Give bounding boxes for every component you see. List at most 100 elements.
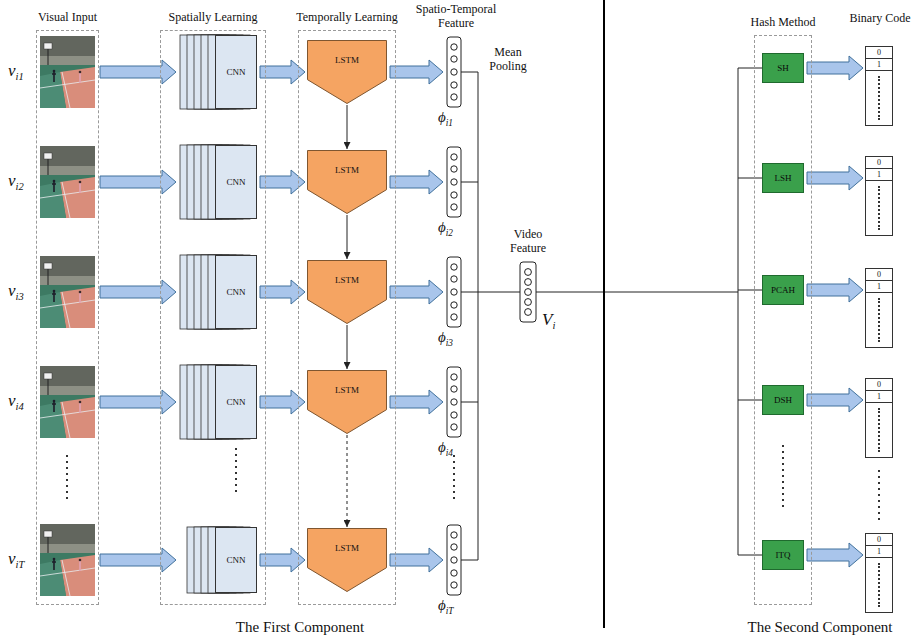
block-arrow [390,390,443,414]
node-label: LSTM [335,275,359,285]
feature-vector [447,525,461,595]
symbol-subscript: i4 [16,401,24,412]
symbol-subscript: iT [446,606,454,616]
lstm-shape [307,370,387,434]
hash-box: LSH [762,163,804,193]
node-label: LSTM [335,543,359,553]
symbol-letter: V [542,310,552,329]
group-panel: Visual Input [36,30,99,605]
cnn-block: CNN [215,365,257,439]
symbol-subscript: i4 [446,448,453,458]
cnn-block: CNN [215,145,257,219]
ellipsis-dots [453,455,455,500]
lstm-block: LSTM [307,40,387,104]
binary-code: 01 [865,533,893,613]
video-frame [40,146,95,218]
node-label: LSH [774,173,791,183]
feature-symbol: ϕi1 [438,109,453,129]
node-label: CNN [226,67,245,77]
feature-symbol: ϕi2 [438,219,453,239]
lstm-shape [307,40,387,104]
node-label: CNN [226,177,245,187]
symbol-letter: ϕ [438,219,446,235]
binary-code: 01 [865,268,893,348]
block-arrow [100,280,176,304]
symbol-subscript: i1 [446,118,453,128]
symbol-letter: ν [8,549,16,568]
column-heading: Binary Code [850,12,911,26]
lstm-shape [307,260,387,324]
pooling-lines [461,72,520,560]
group-panel: Hash MethodSHLSHPCAHDSHITQ [754,35,812,605]
recurrent-arrow [347,215,348,259]
node-label: 0 [866,269,892,281]
symbol-letter: ϕ [438,597,446,613]
ellipsis-dots [66,455,68,500]
node-label: SH [777,63,789,73]
feature-vector [447,37,461,107]
node-label: 0 [866,379,892,391]
symbol-letter: ν [8,61,16,80]
symbol-subscript: i2 [446,228,453,238]
binary-code: 01 [865,156,893,236]
hash-box: SH [762,53,804,83]
recurrent-arrow [347,105,348,149]
video-frame [40,256,95,328]
block-arrow [100,390,176,414]
symbol-letter: ν [8,281,16,300]
symbol-letter: ϕ [438,109,446,125]
panel-heading: Hash Method [751,15,816,30]
feature-symbol: ϕi4 [438,439,453,459]
lstm-shape [307,150,387,214]
ellipsis-dots [878,298,880,342]
feature-vector [447,367,461,437]
node-label: 0 [866,157,892,169]
video-feature-vector [520,262,536,322]
recurrent-arrow [347,325,348,369]
recurrent-arrow [347,435,348,527]
lstm-outline [308,529,387,592]
block-arrow [807,543,863,567]
panel-heading: Temporally Learning [296,10,397,25]
binary-code: 01 [865,46,893,126]
binary-code: 01 [865,378,893,458]
node-label: DSH [774,395,792,405]
lstm-outline [308,261,387,324]
panel-heading: Spatially Learning [169,10,258,25]
block-arrow [100,548,176,572]
frame-symbol: νi4 [8,391,24,414]
lstm-block: LSTM [307,370,387,434]
video-frame [40,524,95,596]
lstm-block: LSTM [307,260,387,324]
node-label: ITQ [776,550,791,560]
frame-symbol: νi1 [8,61,24,84]
feature-vector [447,257,461,327]
lstm-shape [307,528,387,592]
symbol-subscript: i [552,320,555,331]
symbol-subscript: i3 [446,338,453,348]
node-label: 1 [866,281,892,293]
ellipsis-dots [878,470,880,520]
hash-box: DSH [762,385,804,415]
component-caption: The First Component [236,619,364,636]
cnn-block: CNN [215,255,257,329]
symbol-letter: ν [8,171,16,190]
panel-heading: Visual Input [38,10,97,25]
ellipsis-dots [878,563,880,607]
hash-box: PCAH [762,275,804,305]
column-heading: Spatio-Temporal Feature [406,3,506,31]
node-label: CNN [226,287,245,297]
node-label: CNN [226,397,245,407]
feature-vector [447,147,461,217]
symbol-letter: ϕ [438,439,446,455]
block-arrow [390,280,443,304]
block-arrow [807,278,863,302]
block-arrow [807,56,863,80]
group-panel: Spatially LearningCNNCNNCNNCNNCNN [160,30,266,605]
symbol-subscript: i3 [16,291,24,302]
ellipsis-dots [235,448,237,496]
symbol-letter: ϕ [438,329,446,345]
cnn-block: CNN [215,35,257,109]
node-label: LSTM [335,385,359,395]
ellipsis-dots [782,445,784,510]
